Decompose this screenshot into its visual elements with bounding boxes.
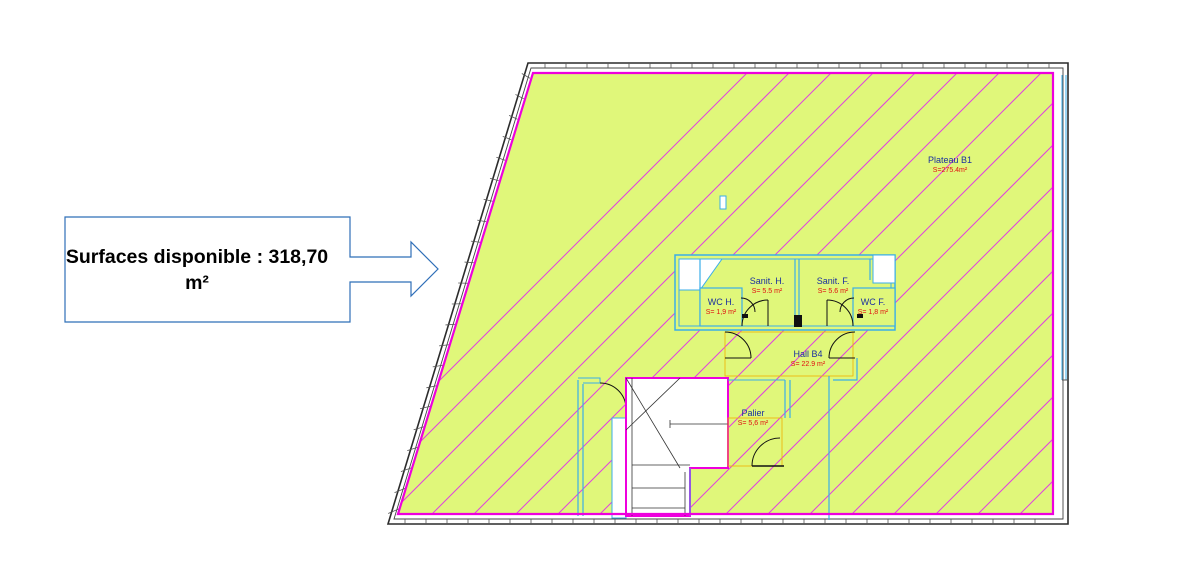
window-mullion — [483, 198, 493, 202]
hatch-line — [929, 73, 1053, 514]
window-mullion — [426, 385, 437, 389]
room-area-hall-b4: S= 22.9 m² — [791, 361, 826, 368]
exterior-wall — [386, 62, 1069, 525]
hatch-line — [845, 73, 1053, 514]
room-area-sanit-h: S= 5.5 m² — [752, 288, 783, 295]
room-area-wc-h: S= 1,9 m² — [706, 309, 737, 316]
callout-line-1: Surfaces disponible : 318,70 — [65, 246, 329, 268]
stair-core — [577, 377, 785, 519]
room-name-sanit-h: Sanit. H. — [750, 276, 785, 286]
window-mullion — [502, 135, 512, 141]
room-labels: Plateau B1 S=275.4m² Sanit. H. S= 5.5 m²… — [706, 155, 972, 427]
window-mullion — [515, 94, 524, 100]
room-area-wc-f: S= 1,8 m² — [858, 309, 889, 316]
room-name-hall-b4: Hall B4 — [793, 349, 822, 359]
window-mullion — [521, 73, 531, 79]
hall-b4 — [724, 331, 858, 520]
hatch-line — [761, 73, 1053, 514]
window-mullion — [388, 508, 400, 514]
window-mullion — [400, 467, 412, 472]
window-mullion — [413, 426, 425, 431]
window-mullion — [394, 487, 406, 493]
hatch-line — [1056, 70, 1190, 520]
column-marker — [719, 195, 727, 210]
sanitary-block — [674, 254, 896, 331]
window-mullion — [470, 240, 481, 243]
window-mullion — [508, 115, 518, 120]
hatch-line — [1098, 70, 1190, 520]
window-mullion — [419, 405, 431, 410]
room-name-wc-f: WC F. — [861, 297, 886, 307]
window-mullion — [496, 156, 506, 161]
hatch-line — [719, 73, 1053, 514]
window-mullion — [489, 177, 499, 182]
window-mullion — [432, 364, 443, 368]
callout-arrow — [64, 216, 439, 323]
callout-line-2: m² — [185, 272, 209, 294]
window-mullion — [439, 344, 449, 347]
hatch-line — [398, 73, 835, 514]
room-name-wc-h: WC H. — [708, 297, 735, 307]
plateau-boundary — [396, 71, 1055, 516]
room-name-plateau-b1: Plateau B1 — [928, 155, 972, 165]
room-area-plateau-b1: S=275.4m² — [933, 167, 968, 174]
window-mullion — [407, 446, 418, 452]
hatch-line — [1182, 70, 1190, 520]
available-surface-callout: Surfaces disponible : 318,70 m² — [44, 244, 350, 296]
hatch-line — [398, 73, 751, 514]
room-area-palier: S= 5,6 m² — [738, 420, 769, 427]
hatch-line — [677, 73, 1053, 514]
window-mullion — [445, 323, 456, 326]
hatch-line — [1140, 70, 1190, 520]
hatch-line — [887, 73, 1053, 514]
room-name-palier: Palier — [741, 408, 764, 418]
hatch-line — [425, 73, 877, 514]
hatch-line — [803, 73, 1053, 514]
hatch-line — [971, 73, 1053, 514]
window-mullion — [464, 261, 474, 264]
window-mullion — [477, 219, 487, 223]
room-name-sanit-f: Sanit. F. — [817, 276, 850, 286]
room-area-sanit-f: S= 5.6 m² — [818, 288, 849, 295]
